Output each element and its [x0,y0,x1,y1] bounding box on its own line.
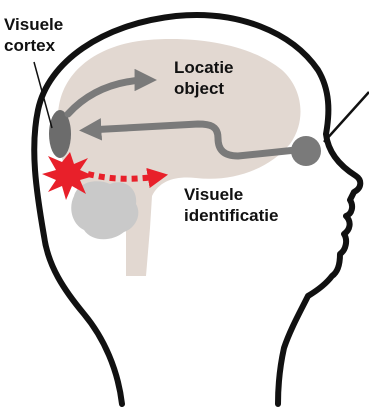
visual-identification-label: Visuele identificatie [184,184,278,226]
visual-cortex-label: Visuele cortex [4,14,63,56]
object-location-label-line-2: object [174,78,234,99]
visual-cortex-label-line-2: cortex [4,35,63,56]
visual-cortex-label-line-1: Visuele [4,14,63,35]
object-location-label-line-1: Locatie [174,57,234,78]
visual-identification-label-line-2: identificatie [184,205,278,226]
object-location-label: Locatie object [174,57,234,99]
visual-identification-label-line-1: Visuele [184,184,278,205]
eye-icon [291,136,321,166]
